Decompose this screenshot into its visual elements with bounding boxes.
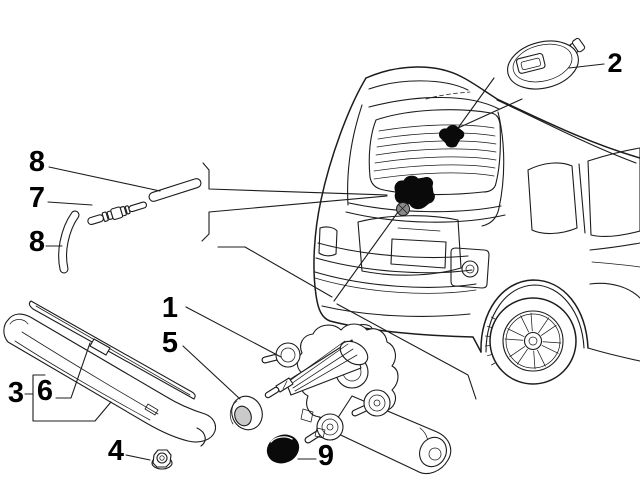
leader-5 [182,345,241,400]
car-brake-light-dashes [425,91,471,100]
car-tire [489,297,577,385]
car-plate-recess [357,215,462,276]
leader-8-upper [48,166,161,192]
leader-2 [568,63,605,69]
car-side-window [587,147,640,237]
callout-labels: 8 7 8 2 1 5 3 6 4 9 [8,48,623,472]
wiper-arm-illustration [3,313,217,447]
motor-pointer-right [336,303,477,400]
curved-hose-illustration [58,210,80,274]
car-grommet-hatch [398,204,408,214]
leader-1 [185,306,282,358]
car-hatch-left-edge [347,104,363,206]
motor-spline-shaft [264,339,369,399]
car-defroster-lines [373,124,497,180]
car-hatch-seam-1 [348,202,502,213]
straight-hose-illustration [148,178,202,202]
motor-mounts [261,342,391,444]
callout-8-upper-hose: 8 [29,146,45,178]
arm-hook-end [196,427,206,447]
motor-illustration [261,323,452,475]
car-hatch-right-edge [481,111,505,227]
motor-can-endcap [419,436,447,468]
car-license-plate [390,238,447,269]
callout-2-nozzle: 2 [607,48,622,78]
leader-6 [55,342,91,399]
car-quarter-window [527,162,578,235]
car-pillar-line [496,99,637,164]
callout-6-blade: 6 [37,375,53,407]
vehicle-illustration [313,66,640,385]
hose-illustrations [58,178,202,274]
arm-notch [144,403,159,416]
car-roof-outline [365,66,640,159]
washer-nozzle-illustration [507,37,586,90]
hose-group-bracket [201,162,388,242]
nozzle-body [507,40,579,90]
car-hub-cap [528,336,538,346]
nut-illustration [151,449,173,470]
car-plate-trim [397,227,441,232]
car-wheel-arch-lip [485,284,585,353]
callout-4-nut: 4 [108,435,124,467]
location-pointers [201,77,523,400]
car-roof-inner-line [368,80,469,91]
car-rim-inner [505,313,561,369]
motor-pointer-left [333,211,399,302]
car-spoiler-line [368,96,500,110]
car-bumper-lines [314,242,477,317]
blade-center-clip [89,338,111,356]
car-taillight-right [450,247,490,289]
callout-5-grommet: 5 [162,327,178,359]
car-tire-tread-ticks [484,316,496,366]
car-rear-window [368,109,501,196]
car-b-pillar [578,163,586,234]
grommet-illustration [229,395,263,431]
car-taillight-left [318,226,338,257]
arm-pivot-head [9,319,29,325]
car-rim [502,310,564,372]
callout-1-motor: 1 [162,292,178,324]
car-taillight-right-lamp-inner [465,264,475,274]
car-washer-nozzle-silhouette [439,125,465,148]
callout-leader-lines [24,63,605,461]
leader-4 [125,454,151,461]
motor-bracket-tabs [300,408,326,439]
bracket-to-motor-line [217,246,333,298]
nozzle-location-pointer [457,77,523,129]
car-wheel-spokes [504,312,562,370]
leader-bracket-3 [24,374,112,422]
callout-3-arm: 3 [8,377,24,409]
car-hub [523,331,543,351]
leader-7 [47,201,93,206]
wiper-blade-illustration [28,300,196,400]
callout-7-connector: 7 [29,182,45,214]
car-hatch-seam-2 [345,211,506,223]
car-taillight-right-lamp [461,260,479,278]
car-side-body-lines [587,242,640,362]
car-left-outline [313,77,482,353]
hose-connector-illustration [87,201,148,226]
callout-8-lower-hose: 8 [29,226,45,258]
car-wheel-arch [480,279,589,353]
callout-9-cap: 9 [318,440,334,472]
cap-illustration [266,434,300,464]
